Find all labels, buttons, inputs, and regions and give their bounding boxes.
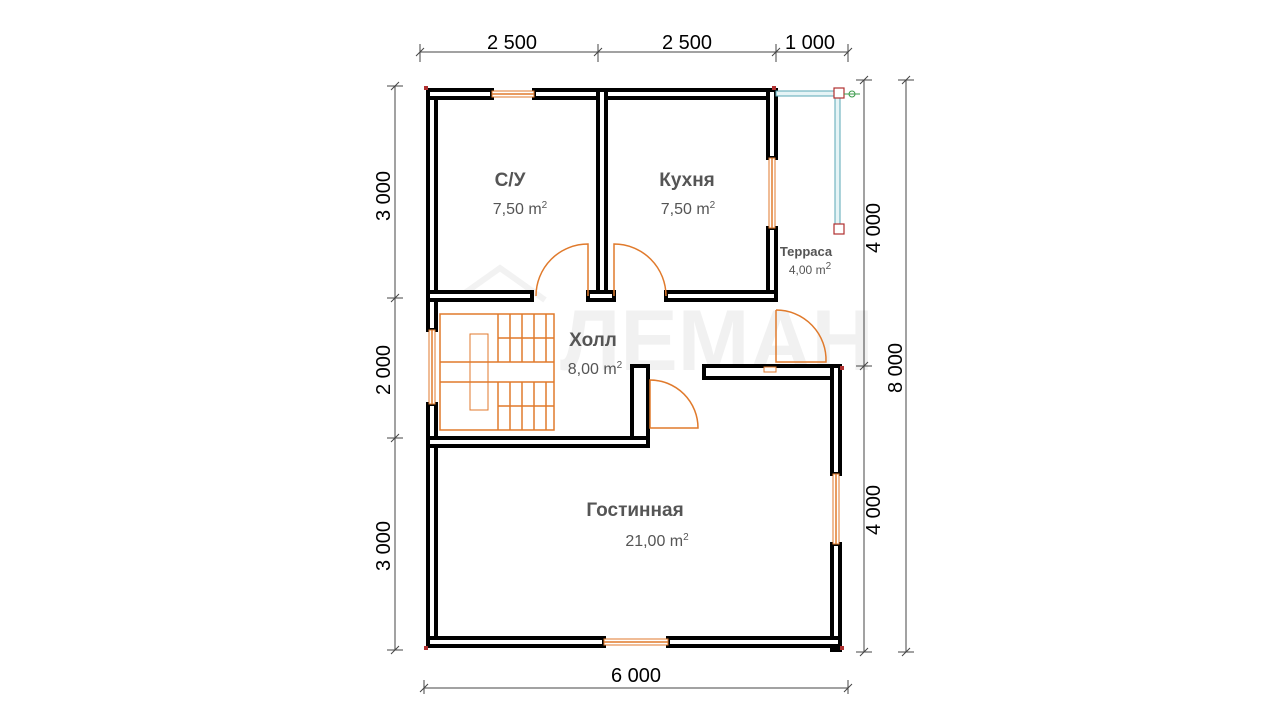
room-area-bathroom: 7,50 m2 bbox=[493, 200, 548, 218]
dim-bottom: 6 000 bbox=[611, 665, 661, 687]
room-area-living: 21,00 m2 bbox=[625, 532, 689, 550]
dim-left-3: 3 000 bbox=[373, 521, 395, 571]
room-name-hall: Холл bbox=[569, 330, 617, 351]
room-name-bathroom: С/У bbox=[495, 170, 526, 191]
dim-left-2: 2 000 bbox=[373, 345, 395, 395]
room-area-hall: 8,00 m2 bbox=[568, 360, 623, 378]
room-area-kitchen: 7,50 m2 bbox=[661, 200, 716, 218]
windows bbox=[428, 90, 840, 646]
dim-left-1: 3 000 bbox=[373, 171, 395, 221]
dim-right-total: 8 000 bbox=[885, 343, 907, 393]
walls bbox=[426, 88, 842, 652]
dim-top-2: 2 500 bbox=[662, 32, 712, 54]
room-name-living: Гостинная bbox=[586, 500, 683, 521]
room-area-terrace: 4,00 m2 bbox=[789, 261, 832, 277]
doors bbox=[535, 243, 827, 429]
dim-top-1: 2 500 bbox=[487, 32, 537, 54]
terrace-railing bbox=[775, 87, 860, 235]
dimension-lines bbox=[387, 44, 914, 694]
dim-right-1: 4 000 bbox=[863, 203, 885, 253]
stairs bbox=[439, 313, 555, 431]
dim-right-2: 4 000 bbox=[863, 485, 885, 535]
corner-markers bbox=[424, 86, 844, 650]
room-name-terrace: Терраса bbox=[780, 244, 833, 259]
room-name-kitchen: Кухня bbox=[659, 170, 715, 191]
dim-top-3: 1 000 bbox=[785, 32, 835, 54]
